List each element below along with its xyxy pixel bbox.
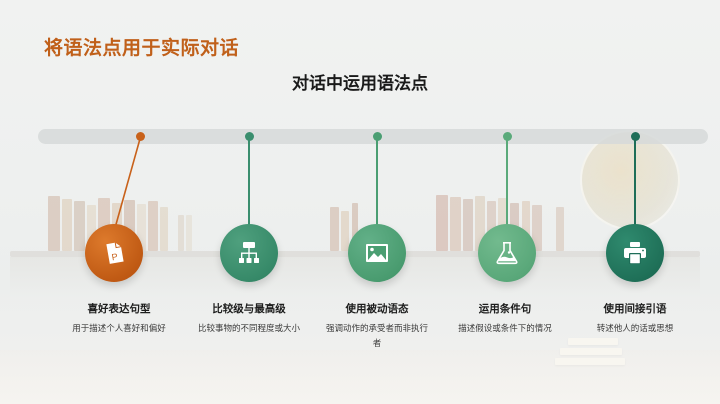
timeline-stem (506, 137, 508, 225)
timeline-dot (630, 132, 640, 141)
printer-icon (624, 242, 646, 264)
timeline-item-comparatives: 比较级与最高级 比较事物的不同程度或大小 (179, 0, 319, 404)
powerpoint-file-icon: P (106, 242, 124, 264)
timeline-circle[interactable] (606, 224, 664, 282)
timeline-item-description: 比较事物的不同程度或大小 (197, 324, 300, 334)
timeline-circle[interactable]: P (85, 224, 143, 282)
image-icon (366, 244, 388, 262)
timeline-item-passive-voice: 使用被动语态 强调动作的承受者而非执行者 (307, 0, 447, 404)
timeline-stem (634, 137, 636, 225)
timeline-item-conditionals: 运用条件句 描述假设或条件下的情况 (435, 0, 575, 404)
timeline-circle[interactable] (220, 224, 278, 282)
timeline-dot (502, 132, 512, 141)
timeline-item-description: 描述假设或条件下的情况 (458, 324, 552, 334)
timeline-item-title: 使用间接引语 (603, 303, 667, 315)
timeline-item-title: 运用条件句 (478, 303, 532, 315)
timeline-dot (244, 132, 254, 141)
flask-icon (496, 242, 518, 265)
timeline-item-indirect-speech: 使用间接引语 转述他人的话或思想 (565, 0, 705, 404)
timeline-connector (114, 136, 142, 229)
timeline-item-title: 喜好表达句型 (87, 303, 151, 315)
timeline-circle[interactable] (348, 224, 406, 282)
timeline-dot (372, 132, 382, 141)
svg-text:P: P (111, 251, 119, 262)
hierarchy-icon (239, 242, 259, 263)
timeline-dot (136, 132, 145, 141)
timeline-stem (248, 137, 250, 225)
timeline-item-preference-expressions: P 喜好表达句型 用于描述个人喜好和偏好 (49, 0, 189, 404)
slide-title: 将语法点用于实际对话 (44, 37, 240, 59)
timeline-item-description: 强调动作的承受者而非执行者 (325, 324, 428, 349)
timeline-item-title: 比较级与最高级 (212, 303, 286, 315)
timeline-circle[interactable] (478, 224, 536, 282)
timeline-stem (376, 137, 378, 225)
section-title: 对话中运用语法点 (292, 74, 428, 94)
timeline-item-title: 使用被动语态 (345, 303, 409, 315)
timeline-item-description: 转述他人的话或思想 (596, 324, 674, 334)
timeline-item-description: 用于描述个人喜好和偏好 (72, 324, 166, 334)
